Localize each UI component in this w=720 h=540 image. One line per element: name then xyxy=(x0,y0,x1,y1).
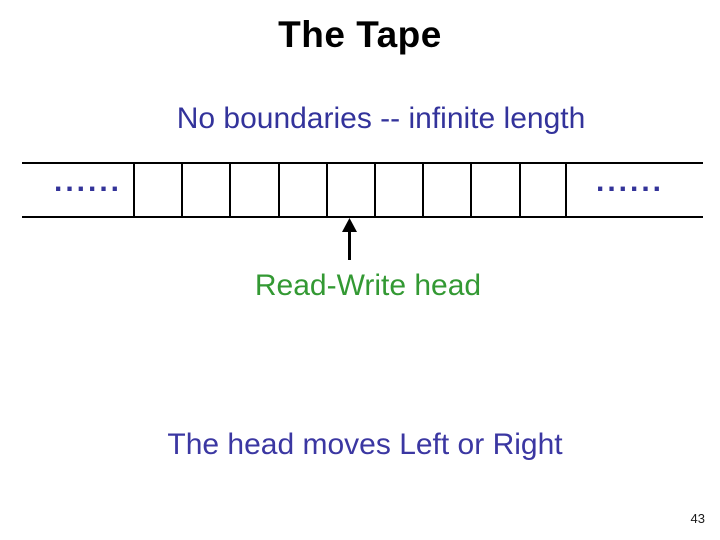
subtitle-text: No boundaries -- infinite length xyxy=(176,102,586,135)
tape-cell xyxy=(422,164,470,216)
tape-cell xyxy=(373,164,422,216)
tape-cell xyxy=(518,164,567,216)
tape-right-ellipsis: ...... xyxy=(595,165,664,198)
tape-cells xyxy=(133,164,567,216)
slide-title: The Tape xyxy=(278,14,442,55)
tape-cell xyxy=(229,164,277,216)
tape-cell xyxy=(133,164,181,216)
tape-diagram: ...... ...... xyxy=(22,162,703,218)
head-pointer-arrow-icon xyxy=(342,218,357,260)
read-write-head-label: Read-Write head xyxy=(254,269,482,302)
tape-cell xyxy=(325,164,374,216)
caption-text: The head moves Left or Right xyxy=(167,428,563,461)
tape-cell xyxy=(181,164,229,216)
tape-cell xyxy=(470,164,518,216)
tape-cell xyxy=(277,164,326,216)
tape-left-ellipsis: ...... xyxy=(54,165,123,198)
page-number: 43 xyxy=(690,511,705,526)
